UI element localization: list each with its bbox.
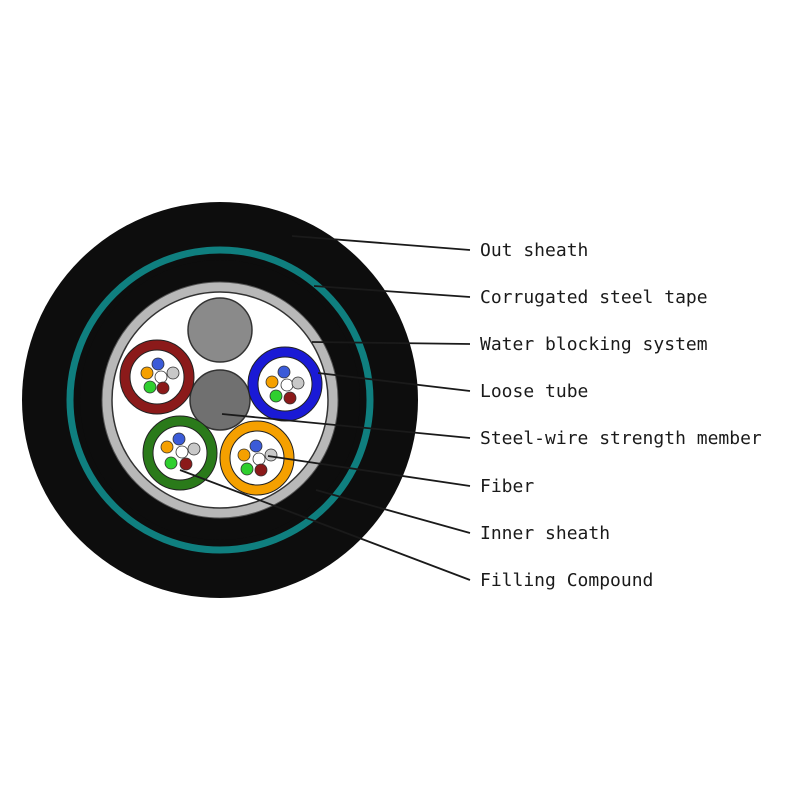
leader-lines xyxy=(179,235,471,581)
fiber xyxy=(154,370,168,384)
fiber xyxy=(291,376,305,390)
fiber xyxy=(280,378,294,392)
callout-labels: Out sheath Corrugated steel tape Water b… xyxy=(480,240,762,591)
fiber xyxy=(166,366,180,380)
label-inner-sheath: Inner sheath xyxy=(480,523,610,544)
label-loose-tube: Loose tube xyxy=(480,381,588,402)
leader-line-fiber xyxy=(267,455,471,487)
leader-line-filling-compound xyxy=(179,469,471,581)
fiber xyxy=(143,380,157,394)
fiber xyxy=(269,389,283,403)
fiber xyxy=(249,439,263,453)
loose-tube-red xyxy=(119,339,195,415)
fiber xyxy=(237,448,251,462)
fiber xyxy=(264,448,278,462)
label-filling-compound: Filling Compound xyxy=(480,570,653,591)
corrugated-steel-tape-ring xyxy=(66,246,374,554)
leader-line-inner-sheath xyxy=(315,489,471,534)
leader-line-loose-tube xyxy=(317,372,471,392)
fiber xyxy=(175,445,189,459)
label-fiber: Fiber xyxy=(480,476,534,497)
cable-cross-section xyxy=(22,202,418,598)
leader-line-steel-wire-strength-member xyxy=(221,413,471,439)
leader-line-water-blocking-system xyxy=(311,341,471,345)
fiber xyxy=(151,357,165,371)
label-corrugated-steel-tape: Corrugated steel tape xyxy=(480,287,708,308)
fiber xyxy=(179,457,193,471)
filler-rod xyxy=(187,297,253,363)
loose-tube-green xyxy=(142,415,218,491)
label-steel-wire-strength-member: Steel-wire strength member xyxy=(480,428,762,449)
label-out-sheath: Out sheath xyxy=(480,240,588,261)
loose-tube-blue xyxy=(247,346,323,422)
fiber xyxy=(254,463,268,477)
fiber xyxy=(277,365,291,379)
fiber xyxy=(164,456,178,470)
fiber xyxy=(252,452,266,466)
fiber xyxy=(156,381,170,395)
fiber xyxy=(187,442,201,456)
leader-line-corrugated-steel-tape xyxy=(313,285,471,298)
fiber xyxy=(283,391,297,405)
fiber xyxy=(265,375,279,389)
fiber xyxy=(160,440,174,454)
loose-tube-orange xyxy=(219,420,295,496)
label-water-blocking-system: Water blocking system xyxy=(480,334,708,355)
fiber xyxy=(240,462,254,476)
leader-line-out-sheath xyxy=(291,235,471,251)
fiber xyxy=(172,432,186,446)
fiber xyxy=(140,366,154,380)
